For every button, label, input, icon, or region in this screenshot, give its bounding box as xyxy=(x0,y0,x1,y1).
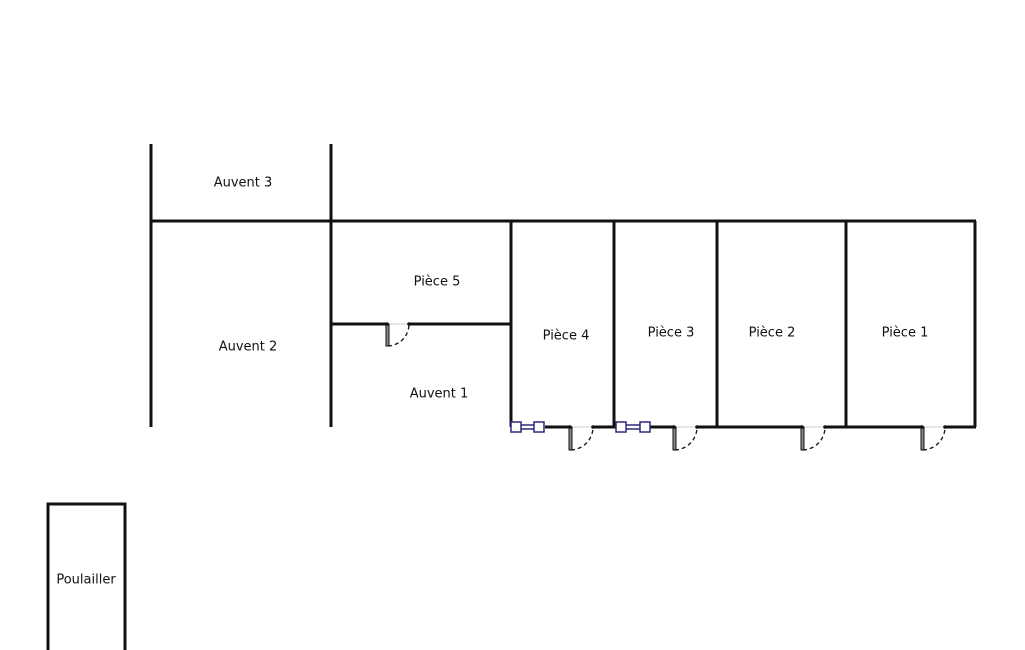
room-label-auvent-2: Auvent 2 xyxy=(218,339,278,355)
room-label-piece-3: Pièce 3 xyxy=(647,325,695,341)
room-label-piece-1: Pièce 1 xyxy=(881,325,929,341)
window xyxy=(615,421,651,433)
room-label-piece-4: Pièce 4 xyxy=(542,328,590,344)
room-label-auvent-1: Auvent 1 xyxy=(409,386,469,402)
room-label-auvent-3: Auvent 3 xyxy=(213,175,273,191)
door xyxy=(568,425,595,451)
room-label-piece-2: Pièce 2 xyxy=(748,325,796,341)
door xyxy=(800,425,827,451)
door xyxy=(672,425,699,451)
room-label-piece-5: Pièce 5 xyxy=(413,274,461,290)
window xyxy=(510,421,545,433)
walls xyxy=(46,144,977,650)
door xyxy=(385,322,411,347)
door xyxy=(920,425,947,451)
poulailler-outline xyxy=(46,502,127,650)
room-label-poulailler: Poulailler xyxy=(56,572,116,588)
